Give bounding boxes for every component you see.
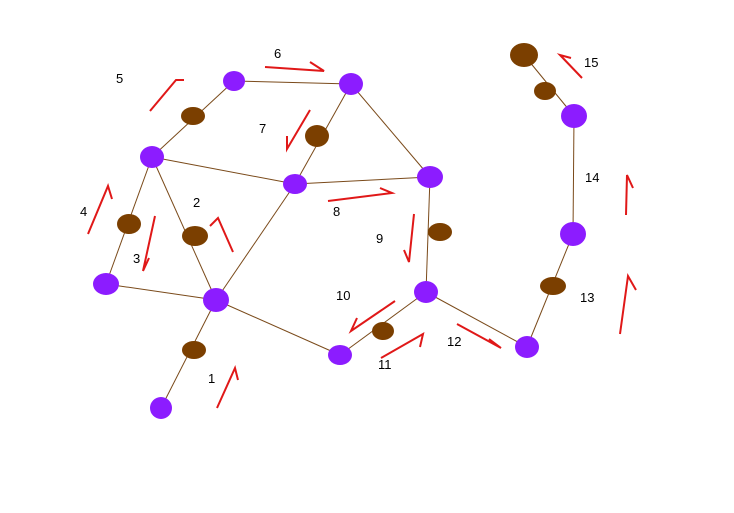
purple-node xyxy=(283,174,307,194)
purple-node xyxy=(561,104,587,128)
edge-17 xyxy=(215,183,296,301)
brown-node xyxy=(181,107,205,125)
brown-node xyxy=(117,214,141,234)
arrow-4 xyxy=(87,183,113,235)
brown-node xyxy=(428,223,452,241)
purple-node xyxy=(560,222,586,246)
purple-node xyxy=(417,166,443,188)
arrow-8 xyxy=(327,187,396,202)
edge-3 xyxy=(105,283,217,301)
purple-nodes xyxy=(93,71,587,419)
edge-18 xyxy=(350,83,431,178)
arrows xyxy=(87,53,637,409)
label-7: 7 xyxy=(259,121,266,136)
label-11: 11 xyxy=(378,357,392,372)
label-9: 9 xyxy=(376,231,383,246)
edge-12 xyxy=(425,291,528,348)
edge-14 xyxy=(572,115,575,235)
edge-16 xyxy=(151,156,296,185)
arrow-12 xyxy=(456,323,502,349)
purple-node xyxy=(515,336,539,358)
brown-node xyxy=(534,82,556,100)
arrow-2 xyxy=(209,216,234,253)
label-10: 10 xyxy=(336,288,350,303)
purple-node xyxy=(339,73,363,95)
label-12: 12 xyxy=(447,334,461,349)
label-15: 15 xyxy=(584,55,598,70)
arrow-13 xyxy=(619,272,637,335)
purple-node xyxy=(140,146,164,168)
edge-11 xyxy=(215,299,341,356)
purple-node xyxy=(223,71,245,91)
brown-nodes xyxy=(117,43,566,359)
arrow-11 xyxy=(380,331,425,359)
purple-node xyxy=(414,281,438,303)
purple-node xyxy=(150,397,172,419)
label-3: 3 xyxy=(133,251,140,266)
label-14: 14 xyxy=(585,170,599,185)
edge-8 xyxy=(294,176,431,185)
label-13: 13 xyxy=(580,290,594,305)
arrow-14 xyxy=(625,174,634,216)
label-4: 4 xyxy=(80,204,87,219)
label-1: 1 xyxy=(208,371,215,386)
arrow-3 xyxy=(142,215,156,272)
arrow-15 xyxy=(556,53,583,79)
arrow-10 xyxy=(348,300,396,334)
arrow-9 xyxy=(403,213,415,263)
edge-6 xyxy=(233,80,352,85)
brown-node xyxy=(540,277,566,295)
arrow-7 xyxy=(286,109,311,153)
arrow-1 xyxy=(216,364,239,409)
purple-node xyxy=(203,288,229,312)
arrow-5 xyxy=(149,79,184,112)
brown-node xyxy=(372,322,394,340)
brown-node xyxy=(182,226,208,246)
brown-node xyxy=(182,341,206,359)
edge-2 xyxy=(151,156,217,301)
purple-node xyxy=(93,273,119,295)
brown-node xyxy=(305,125,329,147)
label-6: 6 xyxy=(274,46,281,61)
edge-9 xyxy=(425,176,431,293)
arrow-6 xyxy=(264,61,325,72)
label-5: 5 xyxy=(116,71,123,86)
brown-node xyxy=(510,43,538,67)
edge-labels: 1 2 3 4 5 6 7 8 9 10 11 12 13 14 15 xyxy=(80,46,599,386)
label-8: 8 xyxy=(333,204,340,219)
label-2: 2 xyxy=(193,195,200,210)
purple-node xyxy=(328,345,352,365)
